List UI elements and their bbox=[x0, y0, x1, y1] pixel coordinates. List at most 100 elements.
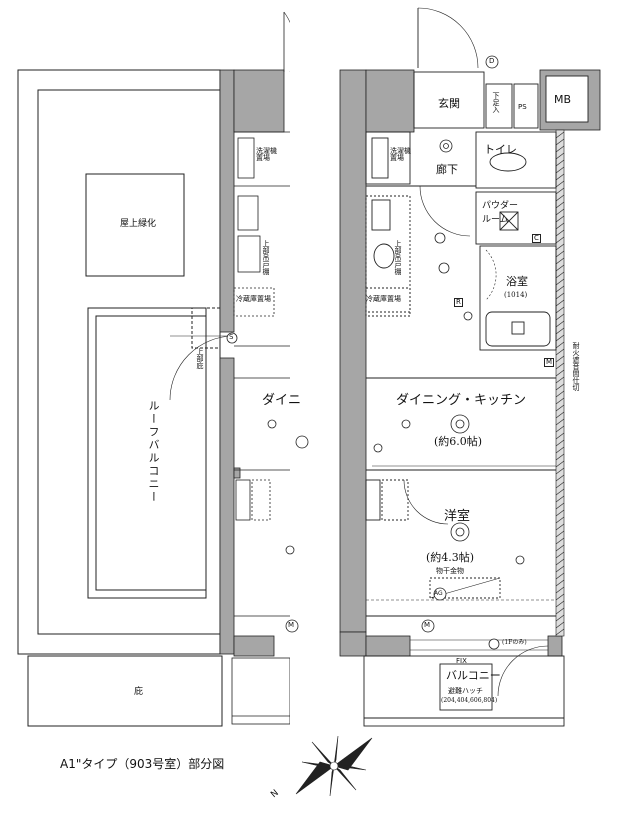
hatch-line bbox=[555, 173, 565, 181]
left-wall-top bbox=[233, 69, 285, 133]
soundproof-partition bbox=[555, 129, 565, 637]
hatch-line bbox=[555, 131, 565, 139]
eaves-area bbox=[27, 655, 223, 727]
soundproof-wall-label: 耐火遮音間仕切 bbox=[572, 342, 580, 391]
bathroom-size-label: (1014) bbox=[504, 291, 528, 299]
hatch-line bbox=[555, 292, 565, 300]
symbol-m-lower: M bbox=[424, 621, 431, 629]
hatch-line bbox=[555, 488, 565, 496]
hatch-line bbox=[555, 243, 565, 251]
hatch-line bbox=[555, 558, 565, 566]
hatch-line bbox=[555, 257, 565, 265]
hatch-line bbox=[555, 432, 565, 440]
symbol-s: S bbox=[229, 333, 234, 341]
upper-eave-label: 上部庇 bbox=[196, 348, 204, 369]
hatch-line bbox=[555, 369, 565, 377]
hatch-line bbox=[555, 187, 565, 195]
symbol-r: R bbox=[454, 298, 463, 307]
evac-hatch-label: 避難ハッチ bbox=[448, 687, 483, 695]
first-floor-only-label: (1Fのみ) bbox=[502, 639, 527, 646]
eaves-label: 庇 bbox=[134, 687, 144, 697]
hatch-line bbox=[555, 145, 565, 153]
hatch-line bbox=[555, 215, 565, 223]
toilet-label: トイレ bbox=[484, 143, 517, 156]
hatch-line bbox=[555, 306, 565, 314]
right-fridge-label: 冷蔵庫置場 bbox=[366, 295, 401, 303]
rooftop-green-label: 屋上緑化 bbox=[120, 219, 157, 229]
hatch-line bbox=[555, 271, 565, 279]
hatch-line bbox=[555, 334, 565, 342]
hatch-line bbox=[555, 404, 565, 412]
rooftop-inner-outline bbox=[37, 89, 221, 635]
left-upper-closet-label: 上部吊戸棚 bbox=[262, 240, 270, 275]
hatch-line bbox=[555, 264, 565, 272]
hatch-line bbox=[555, 467, 565, 475]
left-wall-lower bbox=[219, 357, 235, 655]
hatch-line bbox=[555, 229, 565, 237]
hatch-line bbox=[555, 523, 565, 531]
mb-label: MB bbox=[554, 93, 572, 106]
hatch-line bbox=[555, 320, 565, 328]
roof-balcony-inner bbox=[95, 315, 207, 591]
hanger-label: 物干金物 bbox=[436, 567, 464, 575]
left-wall-bottom bbox=[233, 635, 275, 657]
symbol-m-right: M bbox=[544, 358, 555, 367]
hatch-line bbox=[555, 201, 565, 209]
right-unit-walls bbox=[339, 69, 601, 657]
hatch-line bbox=[555, 341, 565, 349]
western-room-label: 洋室 bbox=[444, 509, 471, 524]
hatch-line bbox=[555, 327, 565, 335]
powder-room-label: パウダールーム bbox=[482, 201, 519, 225]
left-unit bbox=[17, 69, 223, 727]
shoe-cabinet-label: 下足入 bbox=[492, 92, 500, 113]
hatch-line bbox=[555, 194, 565, 202]
right-unit-interior bbox=[363, 7, 589, 727]
left-unit-walls bbox=[219, 69, 285, 657]
hatch-line bbox=[555, 502, 565, 510]
hatch-line bbox=[555, 285, 565, 293]
symbol-d: D bbox=[489, 57, 495, 65]
right-laundry-label: 洗濯機置場 bbox=[390, 147, 411, 162]
hatch-line bbox=[555, 600, 565, 608]
right-wall-left-upper bbox=[339, 69, 367, 633]
hatch-line bbox=[555, 628, 565, 636]
hatch-line bbox=[555, 411, 565, 419]
balcony-label: バルコニー bbox=[446, 669, 501, 682]
left-wall-upper bbox=[219, 69, 235, 333]
hatch-line bbox=[555, 481, 565, 489]
roof-balcony-label: ルーフバルコニー bbox=[147, 400, 160, 504]
left-wall-mid-stub bbox=[233, 467, 241, 479]
hatch-line bbox=[555, 446, 565, 454]
hatch-line bbox=[555, 579, 565, 587]
hallway-label: 廊下 bbox=[436, 163, 458, 176]
right-wall-bottom bbox=[365, 635, 411, 657]
symbol-c: C bbox=[532, 234, 541, 243]
hatch-line bbox=[555, 516, 565, 524]
hatch-line bbox=[555, 453, 565, 461]
hatch-line bbox=[555, 383, 565, 391]
hatch-line bbox=[555, 614, 565, 622]
right-wall-top bbox=[365, 69, 415, 133]
dining-kitchen-label: ダイニング・キッチン bbox=[396, 393, 527, 408]
light-fixture-symbols bbox=[267, 139, 525, 565]
hatch-line bbox=[555, 355, 565, 363]
lettered-symbol-circles bbox=[226, 55, 500, 650]
left-unit-interior bbox=[169, 11, 296, 725]
hatch-line bbox=[555, 530, 565, 538]
rooftop-green-area bbox=[85, 173, 185, 277]
right-upper-closet-label: 上部吊戸棚 bbox=[394, 240, 402, 275]
hatch-line bbox=[555, 439, 565, 447]
hatch-line bbox=[555, 474, 565, 482]
hatch-line bbox=[555, 607, 565, 615]
rooftop-outline bbox=[17, 69, 221, 655]
hatch-line bbox=[555, 313, 565, 321]
hatch-line bbox=[555, 586, 565, 594]
hatch-line bbox=[555, 138, 565, 146]
plan-caption: A1"タイプ（903号室）部分図 bbox=[60, 757, 225, 771]
symbol-m-left: M bbox=[288, 621, 295, 629]
hatch-line bbox=[555, 166, 565, 174]
dining-kitchen-size: (約6.0帖) bbox=[434, 435, 483, 448]
right-wall-right-lower bbox=[547, 635, 563, 657]
hatch-line bbox=[555, 159, 565, 167]
